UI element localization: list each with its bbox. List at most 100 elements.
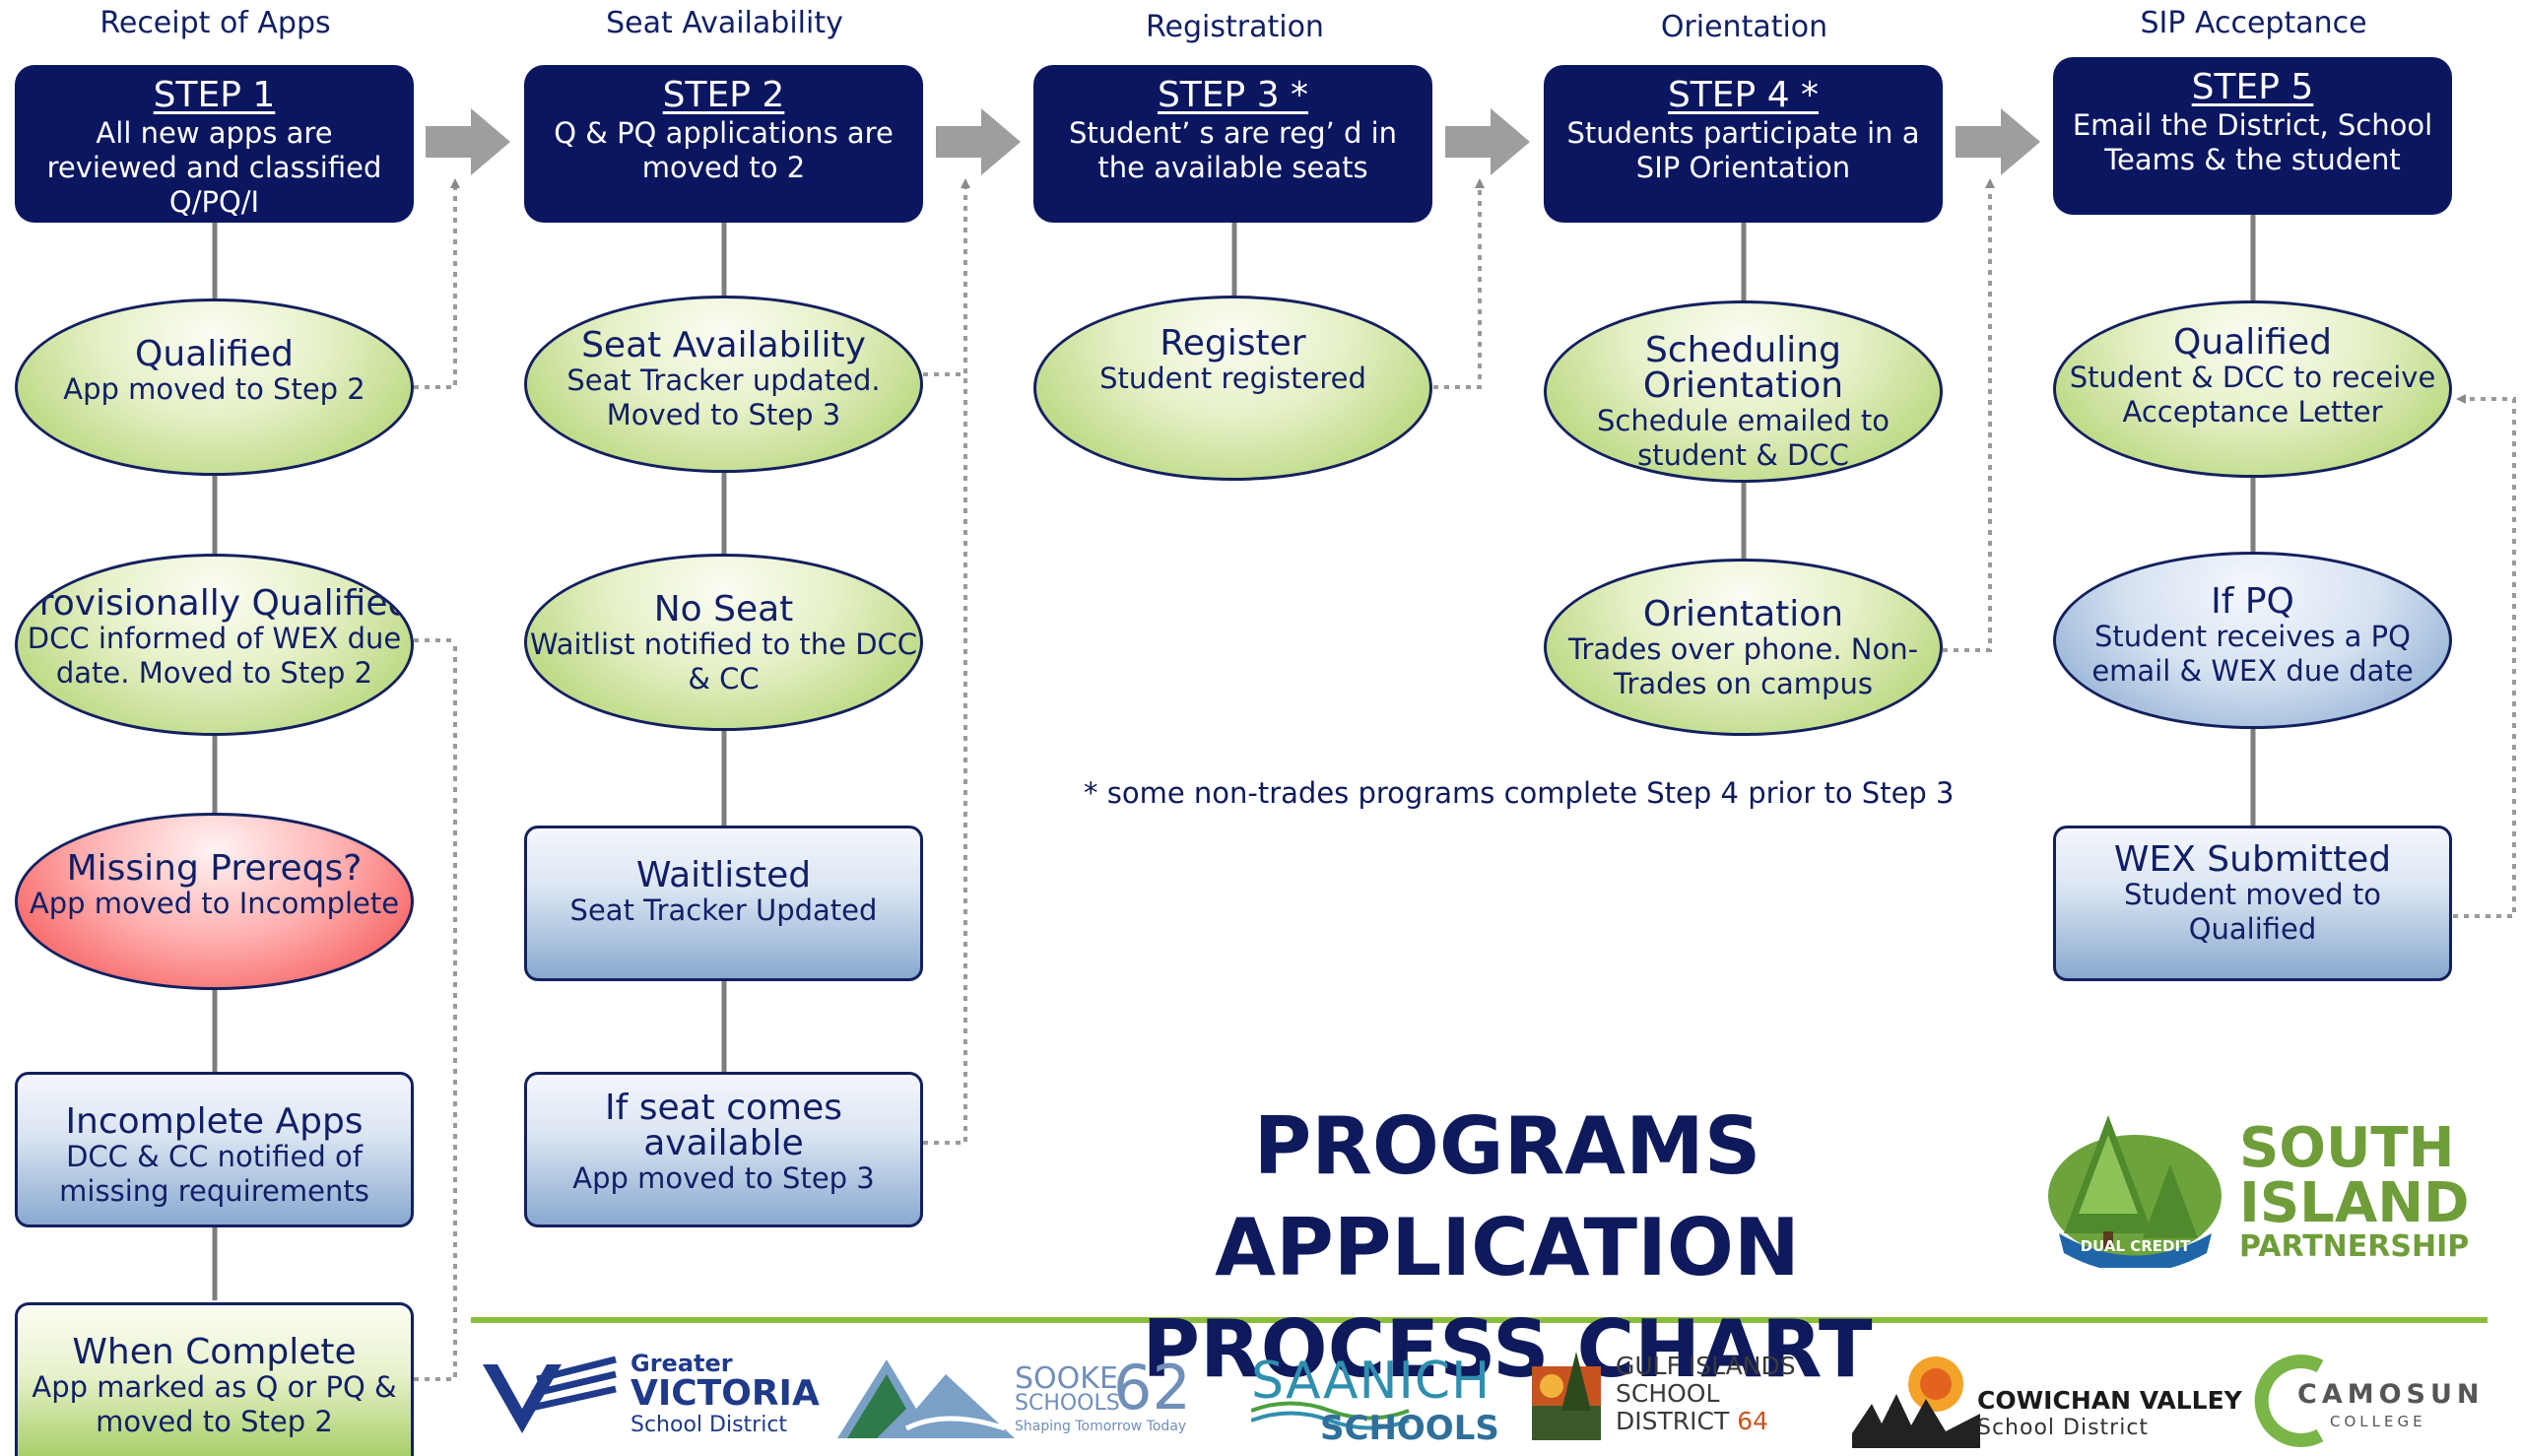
step-title: STEP 3 * <box>1157 75 1309 115</box>
camosun-line2: COLLEGE <box>2330 1413 2426 1430</box>
step-arrows <box>426 108 2040 175</box>
step-4-box: STEP 4 * Students participate in a SIP O… <box>1544 65 1943 223</box>
step-5-box: STEP 5 Email the District, School Teams … <box>2053 57 2452 215</box>
sooke-tagline: Shaping Tomorrow Today <box>1015 1419 1187 1434</box>
node-title: When Complete <box>72 1332 357 1372</box>
step-description: Student’ s are reg’ d in the available s… <box>1068 116 1398 184</box>
node-title: Provisionally Qualified <box>18 583 411 624</box>
node-missing-prereqs: Missing Prereqs? App moved to Incomplete <box>15 813 414 990</box>
gulf-islands-logo: GULF ISLANDS SCHOOL DISTRICT 64 <box>1532 1352 1808 1450</box>
sooke-logo: SOOKE SCHOOLS 62 Shaping Tomorrow Today <box>837 1350 1192 1443</box>
victoria-logo: Greater VICTORIA School District <box>478 1350 820 1440</box>
node-title: Waitlisted <box>635 855 812 895</box>
node-register: Register Student registered <box>1033 296 1432 481</box>
column-header-seat: Seat Availability <box>606 6 843 40</box>
node-title: Missing Prereqs? <box>66 848 363 889</box>
footnote: * some non-trades programs complete Step… <box>1084 776 1955 810</box>
gulf-number: 64 <box>1737 1407 1768 1435</box>
node-title: Scheduling Orientation <box>1642 330 1844 406</box>
victoria-line2: VICTORIA <box>630 1373 820 1414</box>
step-title: STEP 5 <box>2191 67 2314 107</box>
node-description: Waitlist notified to the DCC & CC <box>529 628 918 695</box>
node-title: Orientation <box>1642 594 1844 634</box>
step-title: STEP 4 * <box>1667 75 1820 115</box>
node-orientation: Orientation Trades over phone. Non-Trade… <box>1544 559 1943 736</box>
cowichan-line2: School District <box>1977 1416 2150 1440</box>
node-incomplete-apps: Incomplete Apps DCC & CC notified of mis… <box>15 1072 414 1227</box>
chart-title-line-1: PROGRAMS APPLICATION <box>1215 1100 1800 1293</box>
column-header-sip: SIP Acceptance <box>2140 6 2367 40</box>
node-description: Student receives a PQ email & WEX due da… <box>2091 620 2414 688</box>
node-sip-qualified: Qualified Student & DCC to receive Accep… <box>2053 300 2452 478</box>
node-title: If PQ <box>2211 581 2294 622</box>
cowichan-logo: COWICHAN VALLEY School District <box>1852 1355 2242 1448</box>
node-no-seat: No Seat Waitlist notified to the DCC & C… <box>524 554 923 731</box>
chart-title: PROGRAMS APPLICATION PROCESS CHART <box>985 1095 2029 1400</box>
node-title: Qualified <box>2173 322 2332 363</box>
node-when-complete: When Complete App marked as Q or PQ & mo… <box>15 1302 414 1456</box>
node-waitlisted: Waitlisted Seat Tracker Updated <box>524 826 923 981</box>
column-header-orientation: Orientation <box>1660 10 1828 44</box>
saanich-line2: SCHOOLS <box>1320 1409 1499 1448</box>
node-description: Trades over phone. Non-Trades on campus <box>1567 632 1919 700</box>
dual-credit-badge: DUAL CREDIT <box>2080 1237 2191 1255</box>
node-description: Seat Tracker updated. Moved to Step 3 <box>566 364 881 431</box>
node-title: Seat Availability <box>581 325 866 365</box>
node-title: If seat comes available <box>604 1088 843 1163</box>
node-title: Qualified <box>135 334 294 374</box>
node-if-pq: If PQ Student receives a PQ email & WEX … <box>2053 552 2452 729</box>
node-description: App moved to Step 3 <box>572 1161 875 1195</box>
gulf-line3-wrap: DISTRICT 64 <box>1616 1407 1768 1435</box>
step-description: Email the District, School Teams & the s… <box>2072 108 2433 176</box>
cowichan-line1: COWICHAN VALLEY <box>1977 1386 2242 1415</box>
node-title: Register <box>1160 323 1306 364</box>
node-qualified: Qualified App moved to Step 2 <box>15 298 414 476</box>
column-header-receipt: Receipt of Apps <box>100 6 331 40</box>
chart-title-line-2: PROCESS CHART <box>1142 1303 1873 1395</box>
step-2-box: STEP 2 Q & PQ applications are moved to … <box>524 65 923 223</box>
sip-partnership: PARTNERSHIP <box>2239 1229 2470 1264</box>
node-seat-availability: Seat Availability Seat Tracker updated. … <box>524 296 923 473</box>
node-title: WEX Submitted <box>2113 839 2392 880</box>
column-header-registration: Registration <box>1146 10 1324 44</box>
gulf-line2: SCHOOL <box>1616 1379 1720 1408</box>
sooke-line1: SOOKE <box>1015 1361 1118 1396</box>
step-title: STEP 1 <box>153 75 276 115</box>
saanich-line1: SAANICH <box>1251 1352 1492 1411</box>
node-description: DCC informed of WEX due date. Moved to S… <box>27 622 402 690</box>
node-title: No Seat <box>653 589 794 629</box>
sooke-number: 62 <box>1113 1352 1191 1423</box>
step-3-box: STEP 3 * Student’ s are reg’ d in the av… <box>1033 65 1432 223</box>
sip-logo-text: SOUTH ISLAND PARTNERSHIP <box>2239 1121 2470 1263</box>
node-title: Incomplete Apps <box>65 1101 364 1142</box>
victoria-line3: School District <box>630 1413 788 1437</box>
camosun-line1: CAMOSUN <box>2297 1379 2485 1410</box>
node-description: Schedule emailed to student & DCC <box>1596 404 1891 472</box>
node-description: Student & DCC to receive Acceptance Lett… <box>2069 361 2436 429</box>
sip-island: ISLAND <box>2239 1171 2470 1235</box>
node-wex-submitted: WEX Submitted Student moved to Qualified <box>2053 826 2452 981</box>
victoria-line1: Greater <box>630 1350 733 1377</box>
node-description: Student moved to Qualified <box>2123 878 2382 946</box>
node-description: App marked as Q or PQ & moved to Step 2 <box>32 1370 397 1438</box>
step-1-box: STEP 1 All new apps are reviewed and cla… <box>15 65 414 223</box>
step-description: All new apps are reviewed and classified… <box>46 116 382 219</box>
node-description: App moved to Incomplete <box>29 887 400 920</box>
sip-south: SOUTH <box>2239 1116 2455 1180</box>
camosun-logo: CAMOSUN COLLEGE <box>2251 1352 2507 1450</box>
step-description: Q & PQ applications are moved to 2 <box>554 116 894 184</box>
saanich-logo: SAANICH SCHOOLS <box>1251 1352 1499 1448</box>
node-description: App moved to Step 2 <box>63 372 365 406</box>
sooke-line2: SCHOOLS <box>1015 1391 1120 1416</box>
node-provisionally-qualified: Provisionally Qualified DCC informed of … <box>15 554 414 736</box>
node-description: Seat Tracker Updated <box>569 893 878 927</box>
node-if-seat-available: If seat comes available App moved to Ste… <box>524 1072 923 1227</box>
sip-logo-emblem: DUAL CREDIT <box>2044 1105 2226 1273</box>
gulf-line1: GULF ISLANDS <box>1616 1352 1796 1380</box>
step-title: STEP 2 <box>662 75 785 115</box>
gulf-line3: DISTRICT <box>1616 1407 1730 1435</box>
node-description: Student registered <box>1099 362 1366 395</box>
node-description: DCC & CC notified of missing requirement… <box>59 1140 369 1208</box>
node-scheduling-orientation: Scheduling Orientation Schedule emailed … <box>1544 300 1943 483</box>
